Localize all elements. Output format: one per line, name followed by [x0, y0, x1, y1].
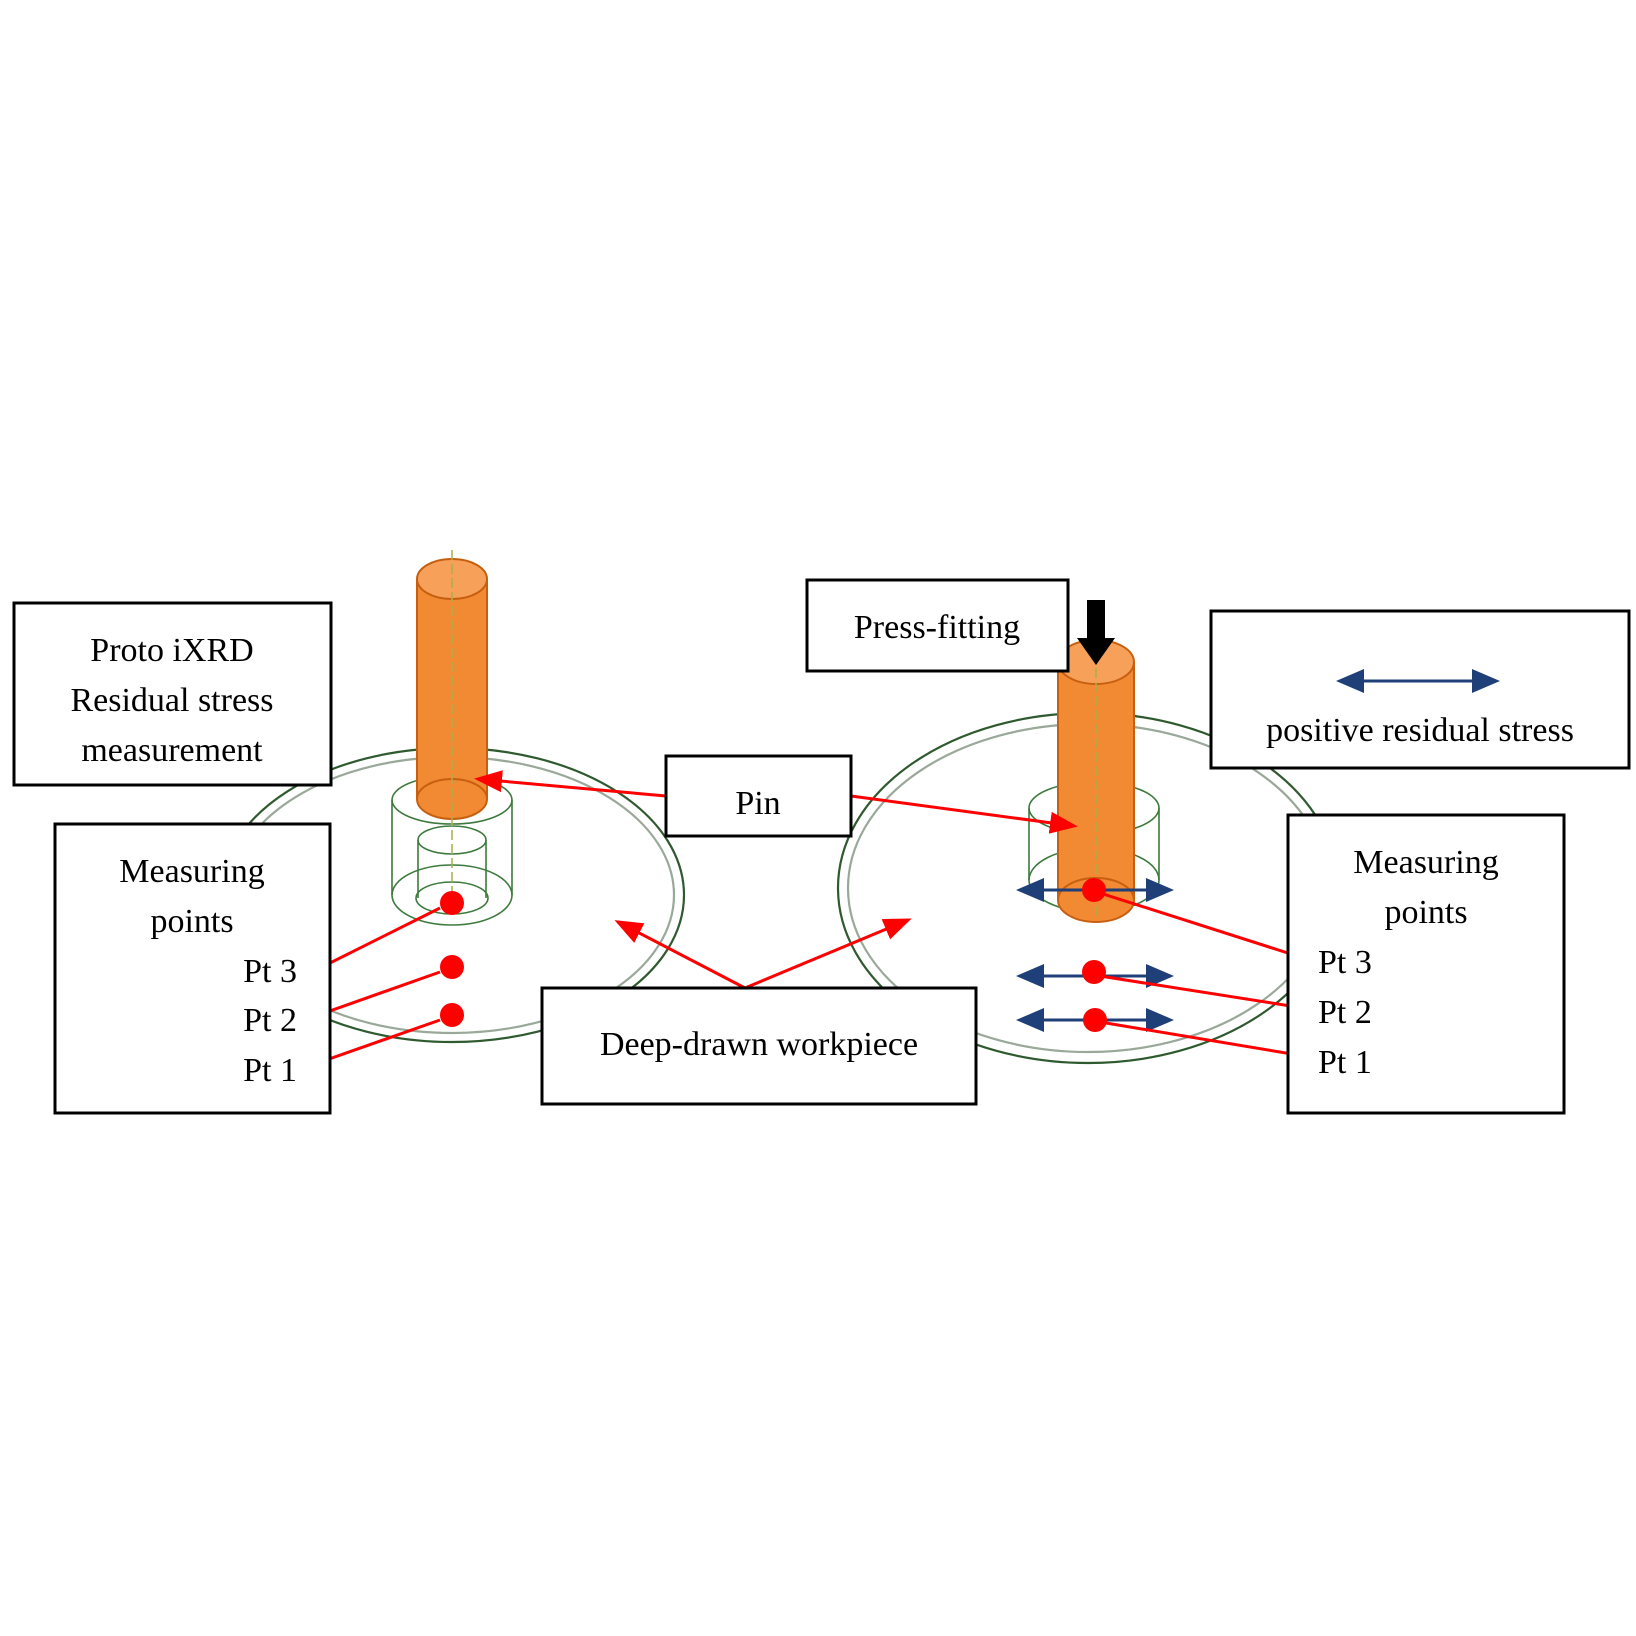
pin-label-box: Pin — [664, 754, 853, 838]
left-measuring-line-1: Measuring — [119, 853, 264, 890]
right-point-2 — [1082, 960, 1106, 984]
left-pt2-label: Pt 2 — [243, 1002, 297, 1039]
double-headed-arrow-icon — [1336, 669, 1500, 693]
instrument-label-box: Proto iXRD Residual stress measurement — [12, 601, 333, 787]
workpiece-label: Deep-drawn workpiece — [600, 1026, 918, 1063]
legend-stress-label: positive residual stress — [1266, 712, 1574, 749]
left-pt1-label: Pt 1 — [243, 1052, 297, 1089]
left-point-2 — [440, 955, 464, 979]
right-point-3 — [1082, 878, 1106, 902]
instrument-line-2: Residual stress — [70, 682, 273, 719]
left-point-1 — [440, 1003, 464, 1027]
pin-label: Pin — [735, 785, 780, 822]
instrument-line-3: measurement — [81, 732, 263, 769]
right-pt3-label: Pt 3 — [1318, 944, 1372, 981]
down-arrow-icon — [1077, 600, 1115, 665]
left-pin — [416, 550, 488, 905]
instrument-line-1: Proto iXRD — [90, 632, 253, 669]
right-pt2-label: Pt 2 — [1318, 994, 1372, 1031]
press-fitting-label: Press-fitting — [854, 609, 1020, 646]
right-measuring-line-2: points — [1384, 894, 1467, 931]
right-measuring-box: Measuring points Pt 3 Pt 2 Pt 1 — [1286, 813, 1566, 1115]
left-measuring-line-2: points — [150, 903, 233, 940]
left-pt3-label: Pt 3 — [243, 953, 297, 990]
left-point-3 — [440, 891, 464, 915]
right-measuring-line-1: Measuring — [1353, 844, 1498, 881]
right-point-1 — [1083, 1008, 1107, 1032]
press-fitting-label-box: Press-fitting — [805, 578, 1070, 673]
leader-lines — [309, 770, 1317, 1067]
legend-box: positive residual stress — [1209, 609, 1631, 770]
right-pt1-label: Pt 1 — [1318, 1044, 1372, 1081]
workpiece-label-box: Deep-drawn workpiece — [540, 986, 978, 1106]
left-measuring-box: Measuring points Pt 3 Pt 2 Pt 1 — [53, 822, 332, 1115]
